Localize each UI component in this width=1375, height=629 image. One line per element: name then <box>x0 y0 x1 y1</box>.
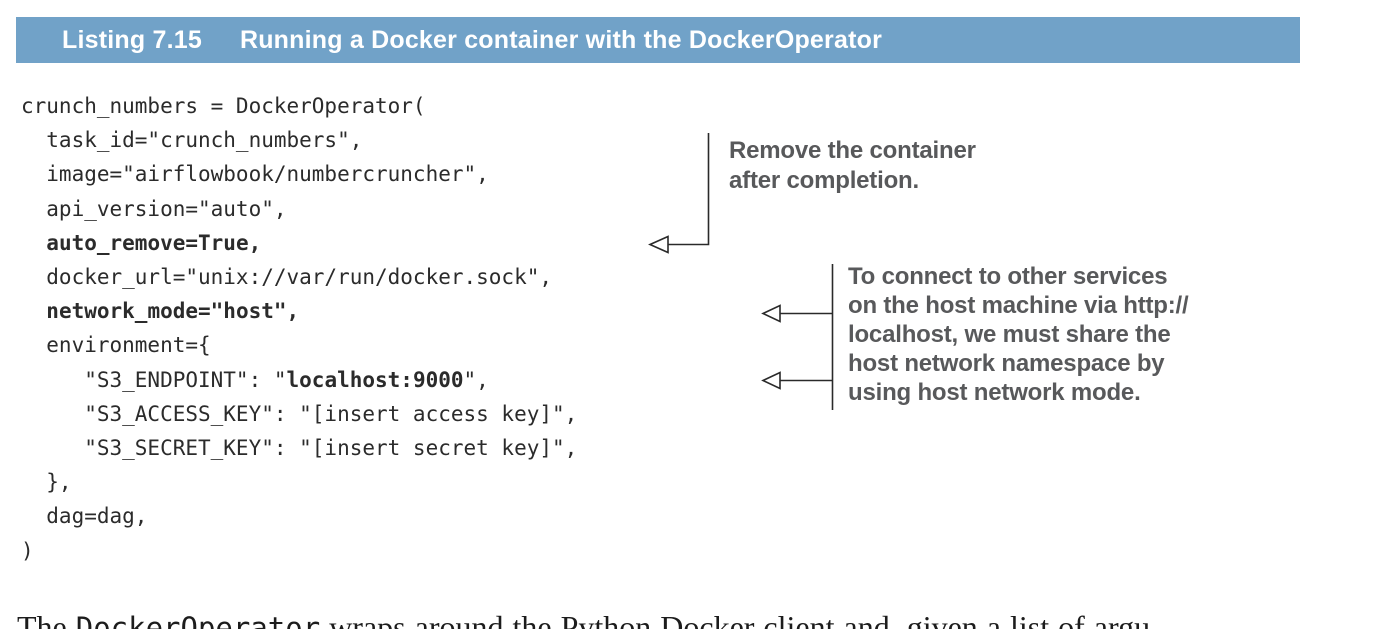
arrowhead-auto-remove-icon <box>648 235 669 254</box>
body-paragraph: The DockerOperator wraps around the Pyth… <box>17 609 1150 629</box>
annotation-line: Remove the container <box>729 137 976 164</box>
annotation-line: on the host machine via http:// <box>848 292 1189 319</box>
listing-label: Listing 7.15 <box>62 25 202 54</box>
body-inline-code: DockerOperator <box>75 611 321 629</box>
annotation-remove-container: Remove the container after completion. <box>729 136 976 196</box>
annotation-line: using host network mode. <box>848 379 1141 406</box>
code-listing: crunch_numbers = DockerOperator( task_id… <box>21 94 578 563</box>
body-text-suffix: wraps around the Python Docker client an… <box>320 609 1151 629</box>
arrowhead-s3-endpoint-icon <box>761 371 781 390</box>
annotation-line: To connect to other services <box>848 263 1168 290</box>
listing-header-bar: Listing 7.15 Running a Docker container … <box>16 17 1300 63</box>
annotation-line: host network namespace by <box>848 350 1165 377</box>
annotation-line: localhost, we must share the <box>848 321 1171 348</box>
connector-auto-remove-line <box>668 133 710 246</box>
listing-title: Running a Docker container with the Dock… <box>239 25 882 54</box>
body-text-prefix: The <box>17 609 76 629</box>
annotation-line: after completion. <box>729 167 919 194</box>
arrowhead-network-mode-icon <box>761 304 781 323</box>
